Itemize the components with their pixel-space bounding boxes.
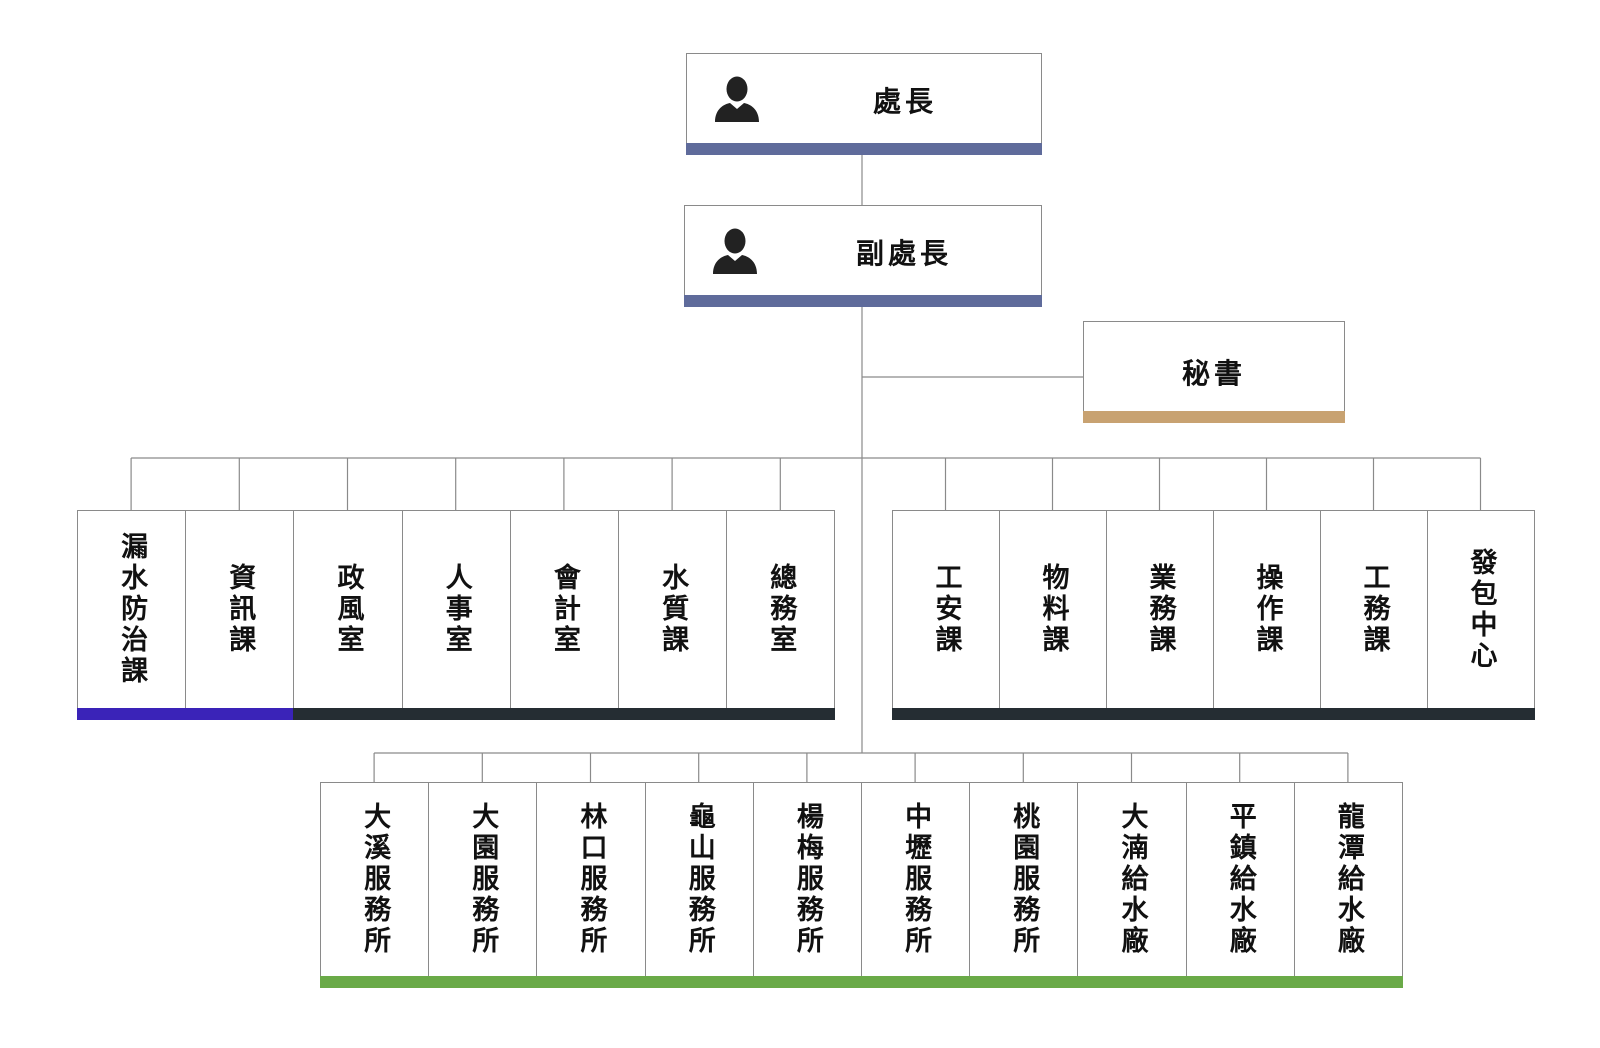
station-label: 林口服務所 xyxy=(575,802,607,957)
station-label: 楊梅服務所 xyxy=(791,802,823,957)
unit-box: 資訊課 xyxy=(185,510,295,720)
unit-label: 水質課 xyxy=(657,563,689,656)
director-title: 處長 xyxy=(872,85,937,118)
station-color-bar xyxy=(1293,976,1403,988)
unit-color-bar xyxy=(509,708,619,720)
unit-color-bar xyxy=(892,708,1000,720)
director-color-bar xyxy=(686,143,1042,155)
station-color-bar xyxy=(536,976,646,988)
unit-color-bar xyxy=(726,708,836,720)
deputy-color-bar xyxy=(684,295,1042,307)
unit-label: 會計室 xyxy=(548,563,580,656)
unit-color-bar xyxy=(618,708,728,720)
station-color-bar xyxy=(428,976,538,988)
station-box: 桃園服務所 xyxy=(969,782,1079,988)
unit-color-bar xyxy=(999,708,1107,720)
secretary-color-bar xyxy=(1083,411,1345,423)
station-label: 大溪服務所 xyxy=(359,802,391,957)
unit-box: 政風室 xyxy=(293,510,403,720)
station-label: 龍潭給水廠 xyxy=(1332,802,1364,957)
deputy-director-box: 副處長 xyxy=(684,205,1042,307)
unit-color-bar xyxy=(1106,708,1214,720)
unit-label: 工務課 xyxy=(1358,563,1390,656)
station-color-bar xyxy=(969,976,1079,988)
station-label: 平鎮給水廠 xyxy=(1224,802,1256,957)
unit-label: 發包中心 xyxy=(1465,547,1497,672)
station-box: 大園服務所 xyxy=(428,782,538,988)
station-box: 平鎮給水廠 xyxy=(1185,782,1295,988)
unit-box: 會計室 xyxy=(509,510,619,720)
unit-color-bar xyxy=(1213,708,1321,720)
unit-box: 業務課 xyxy=(1106,510,1214,720)
station-label: 龜山服務所 xyxy=(683,802,715,957)
unit-color-bar xyxy=(77,708,187,720)
unit-color-bar xyxy=(1427,708,1535,720)
station-box: 中壢服務所 xyxy=(861,782,971,988)
secretary-box: 秘書 xyxy=(1083,321,1345,423)
unit-label: 工安課 xyxy=(930,563,962,656)
unit-box: 工務課 xyxy=(1320,510,1428,720)
station-color-bar xyxy=(320,976,430,988)
unit-color-bar xyxy=(401,708,511,720)
unit-box: 工安課 xyxy=(892,510,1000,720)
station-color-bar xyxy=(644,976,754,988)
unit-label: 人事室 xyxy=(440,563,472,656)
unit-box: 物料課 xyxy=(999,510,1107,720)
person-icon xyxy=(715,76,759,122)
unit-color-bar xyxy=(1320,708,1428,720)
station-color-bar xyxy=(861,976,971,988)
station-box: 楊梅服務所 xyxy=(752,782,862,988)
unit-color-bar xyxy=(293,708,403,720)
unit-label: 政風室 xyxy=(332,563,364,656)
station-label: 大園服務所 xyxy=(467,802,499,957)
station-label: 桃園服務所 xyxy=(1008,802,1040,957)
station-box: 龜山服務所 xyxy=(644,782,754,988)
unit-label: 物料課 xyxy=(1037,563,1069,656)
unit-box: 人事室 xyxy=(401,510,511,720)
station-label: 中壢服務所 xyxy=(900,802,932,957)
station-color-bar xyxy=(1077,976,1187,988)
station-box: 大溪服務所 xyxy=(320,782,430,988)
unit-label: 操作課 xyxy=(1251,563,1283,656)
unit-box: 水質課 xyxy=(618,510,728,720)
unit-box: 操作課 xyxy=(1213,510,1321,720)
unit-box: 發包中心 xyxy=(1427,510,1535,720)
station-box: 大湳給水廠 xyxy=(1077,782,1187,988)
station-box: 龍潭給水廠 xyxy=(1293,782,1403,988)
director-box: 處長 xyxy=(686,53,1042,155)
station-box: 林口服務所 xyxy=(536,782,646,988)
person-icon xyxy=(713,228,757,274)
station-color-bar xyxy=(1185,976,1295,988)
unit-box: 總務室 xyxy=(726,510,836,720)
deputy-director-title: 副處長 xyxy=(855,237,952,270)
unit-label: 資訊課 xyxy=(224,563,256,656)
unit-label: 總務室 xyxy=(765,563,797,656)
secretary-title: 秘書 xyxy=(1181,357,1246,390)
unit-label: 漏水防治課 xyxy=(116,532,148,687)
station-label: 大湳給水廠 xyxy=(1116,802,1148,957)
unit-color-bar xyxy=(185,708,295,720)
station-color-bar xyxy=(752,976,862,988)
unit-box: 漏水防治課 xyxy=(77,510,187,720)
unit-label: 業務課 xyxy=(1144,563,1176,656)
